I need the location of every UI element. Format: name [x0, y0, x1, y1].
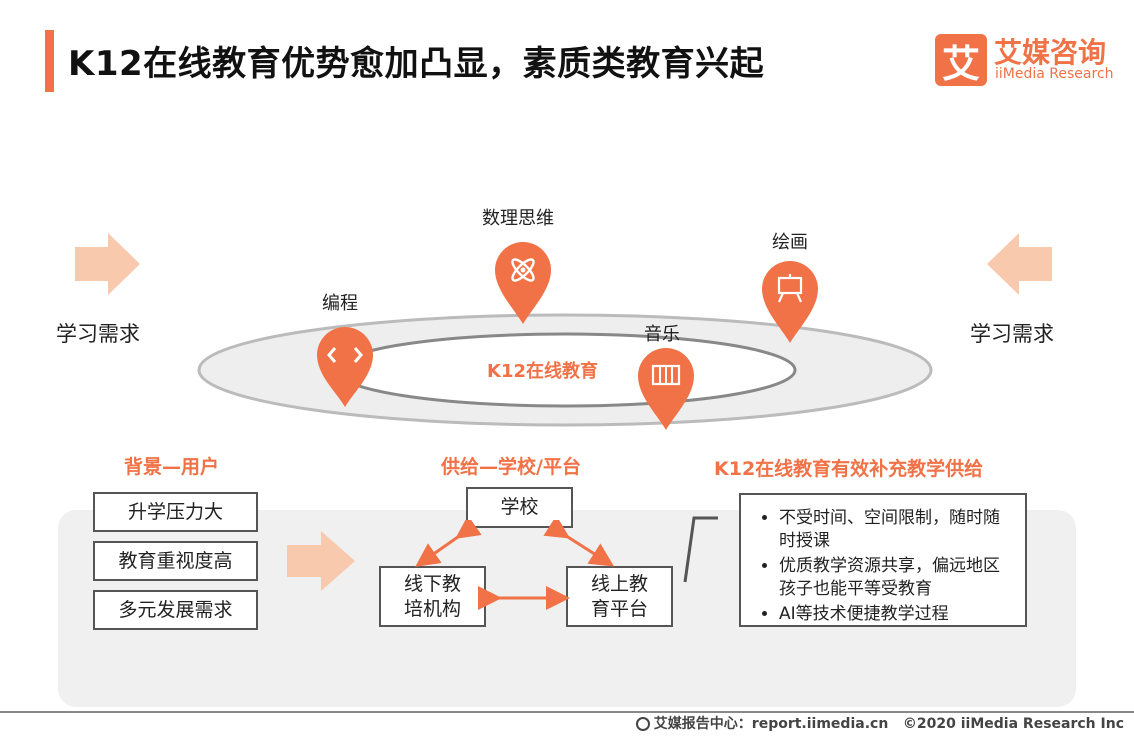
- logo-text-cn: 艾媒咨询: [994, 36, 1107, 69]
- middle-arrow-icon: [287, 531, 355, 591]
- logo-mark: 艾: [935, 34, 987, 86]
- background-item-2: 教育重视度高: [93, 541, 258, 581]
- online-platform-box: 线上教 育平台: [566, 566, 673, 627]
- subject-label-music: 音乐: [644, 324, 680, 345]
- footer-source: 艾媒报告中心：report.iimedia.cn: [653, 716, 889, 732]
- right-demand-label: 学习需求: [970, 322, 1054, 346]
- orbit-diagram: [75, 233, 1052, 430]
- background-heading: 背景—用户: [124, 456, 220, 478]
- subject-label-coding: 编程: [322, 293, 358, 314]
- supplement-list: 不受时间、空间限制，随时随时授课 优质教学资源共享，偏远地区孩子也能平等受教育 …: [739, 493, 1027, 627]
- supplement-heading: K12在线教育有效补充教学供给: [714, 458, 984, 480]
- atom-icon: [495, 242, 551, 324]
- left-arrow-icon: [75, 233, 140, 295]
- code-icon: [317, 327, 373, 407]
- supplement-point-3: AI等技术便捷教学过程: [779, 603, 1015, 626]
- center-label: K12在线教育: [487, 361, 598, 382]
- school-box: 学校: [466, 487, 573, 528]
- footer-divider: [0, 711, 1134, 713]
- supply-connectors: [415, 520, 615, 610]
- easel-icon: [762, 261, 818, 343]
- piano-icon: [638, 348, 694, 430]
- logo-text-en: iiMedia Research: [995, 66, 1114, 82]
- left-demand-label: 学习需求: [56, 322, 140, 346]
- subject-label-math: 数理思维: [482, 208, 554, 229]
- right-arrow-icon: [987, 233, 1052, 295]
- bracket-connector: [683, 516, 718, 583]
- footer: 艾媒报告中心：report.iimedia.cn ©2020 iiMedia R…: [635, 713, 1124, 733]
- background-item-3: 多元发展需求: [93, 590, 258, 630]
- globe-icon: [635, 717, 650, 731]
- background-item-1: 升学压力大: [93, 492, 258, 532]
- supplement-point-2: 优质教学资源共享，偏远地区孩子也能平等受教育: [779, 555, 1015, 601]
- title-accent-bar: [45, 30, 54, 92]
- supply-heading: 供给—学校/平台: [441, 456, 581, 478]
- page-title: K12在线教育优势愈加凸显，素质类教育兴起: [68, 44, 765, 84]
- subject-label-drawing: 绘画: [772, 232, 808, 253]
- supplement-point-1: 不受时间、空间限制，随时随时授课: [779, 507, 1015, 553]
- offline-institution-box: 线下教 培机构: [379, 566, 486, 627]
- footer-copyright: ©2020 iiMedia Research Inc: [902, 716, 1124, 732]
